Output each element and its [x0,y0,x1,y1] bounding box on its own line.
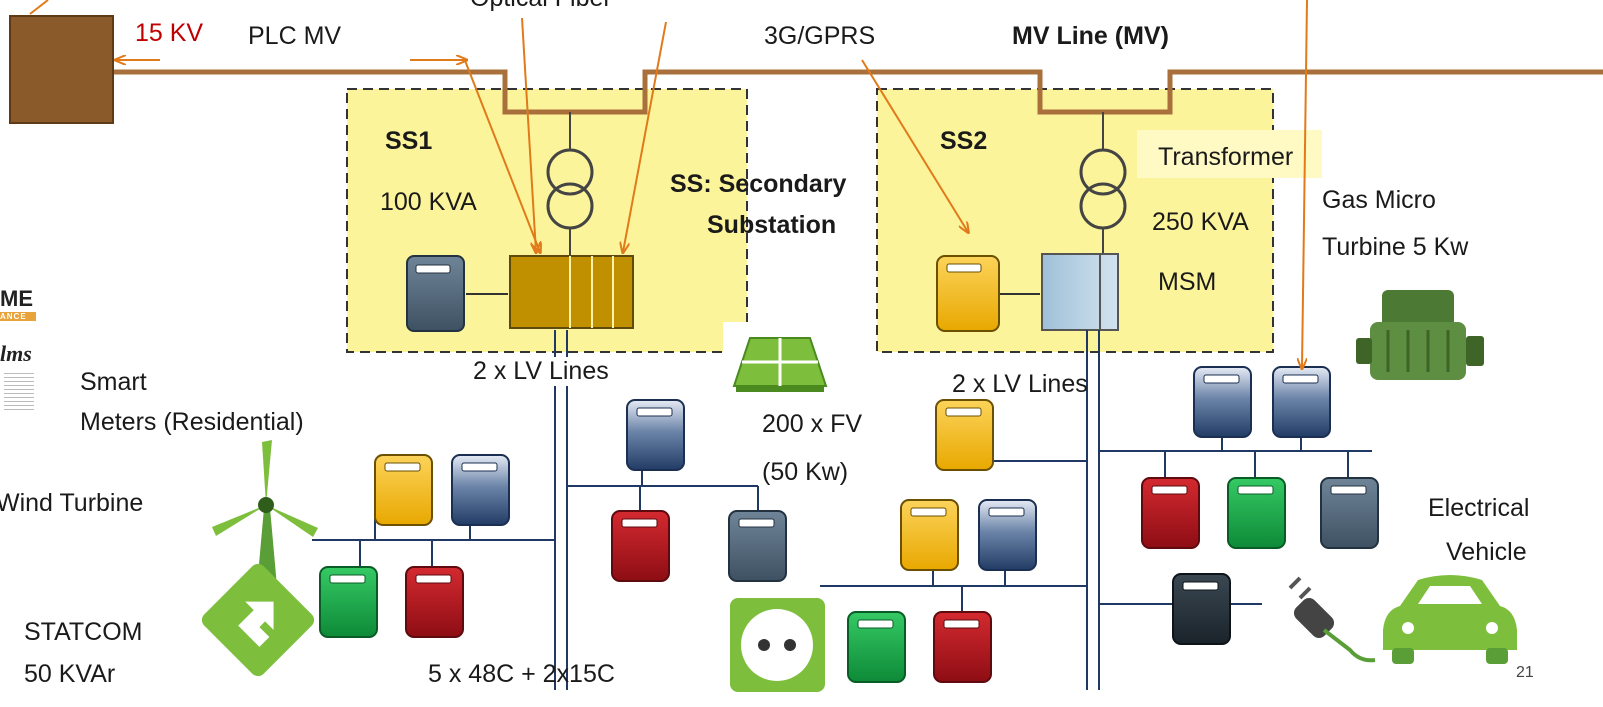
smart-meter [374,454,433,526]
lv-network-ss2 [820,330,1372,690]
smart-meter [451,454,510,526]
partner-logo-2-text [4,370,34,410]
electric-car-icon [1383,575,1517,664]
meter-display [636,407,673,417]
lv-lines-ss2-label: 2 x LV Lines [952,370,1088,398]
smart-meter [728,510,787,582]
ss2-meter [936,255,1000,332]
smart-meter [978,499,1037,571]
plug-icon [1288,576,1376,663]
ss1-meter [406,255,465,332]
meter-display [1282,374,1319,384]
smart-meter [1193,366,1252,438]
smart-meter [933,611,992,683]
ss-definition-line1: SS: Secondary [670,170,847,198]
meter-display [621,518,658,528]
statcom-label-line2: 50 KVAr [24,660,116,688]
smart-meter [405,566,464,638]
meter-display [1330,485,1367,495]
meter-display [1203,374,1240,384]
socket-icon [730,598,825,692]
ss-definition-line2: Substation [707,211,837,239]
statcom-label-line1: STATCOM [24,618,143,646]
cable-label: 5 x 48C + 2x15C [428,660,615,688]
meter-display [461,462,498,472]
lv-network-ss1 [312,330,759,690]
ss2-label: SS2 [940,127,988,155]
meter-display [943,619,980,629]
meter-display [857,619,894,629]
plc-mv-label: PLC MV [248,22,342,50]
data-concentrator [509,255,634,329]
partner-logo-1: ME ANCE [0,286,36,321]
meter-display [988,507,1025,517]
smart-meter [1141,477,1200,549]
msm-box [1041,253,1119,331]
partner-logo-1-text: ME [0,286,33,311]
partner-logo-1-sub: ANCE [0,312,36,321]
smart-meter [1172,573,1231,645]
ss2-kva-label: 250 KVA [1152,208,1249,236]
transformer-label-bg [1137,130,1322,178]
mv-line [112,69,1603,115]
solar-panel-icon [723,322,835,408]
meter-display [910,507,947,517]
ss1-label: SS1 [385,127,433,155]
gas-turbine-icon [1356,290,1484,380]
fv-label-line1: 200 x FV [762,410,863,438]
gas-turbine-label-line1: Gas Micro [1322,186,1436,214]
lv-lines-ss1-label: 2 x LV Lines [473,357,609,386]
annotation-arrows [29,0,1308,368]
smart-meter [611,510,670,582]
gprs-label: 3G/GPRS [764,22,876,50]
kv-label: 15 KV [135,19,204,47]
transformer-label: Transformer [1158,143,1294,171]
wind-turbine-label: Wind Turbine [0,489,144,517]
meter-display [738,518,775,528]
statcom-icon [201,563,315,677]
smart-meter [319,566,378,638]
meter-display [1151,485,1188,495]
slide-number: 21 [1516,664,1534,681]
meter-display [1237,485,1274,495]
fv-label-line2: (50 Kw) [762,458,849,486]
gas-turbine-label-line2: Turbine 5 Kw [1322,233,1469,261]
mv-line-label: MV Line (MV) [1012,22,1169,50]
meter-display [384,462,421,472]
feed-box [9,15,114,124]
meter-display [329,574,366,584]
meter-display [945,407,982,417]
optical-fiber-label: Optical Fiber [470,0,612,13]
ev-label-line2: Vehicle [1446,538,1527,566]
smart-meter [900,499,959,571]
smart-meter [1320,477,1379,549]
msm-label: MSM [1158,268,1217,296]
ss1-kva-label: 100 KVA [380,188,477,216]
smart-meters-label-line2: Meters (Residential) [80,408,304,436]
ev-label-line1: Electrical [1428,494,1530,522]
smart-meter [1227,477,1286,549]
partner-logo-2: lms [0,341,32,366]
meter-display [415,574,452,584]
meter-display [1182,581,1219,591]
smart-meter [935,399,994,471]
smart-meters-label-line1: Smart [80,368,147,396]
smart-meter [626,399,685,471]
meters-group [319,366,1379,683]
smart-meter [847,611,906,683]
